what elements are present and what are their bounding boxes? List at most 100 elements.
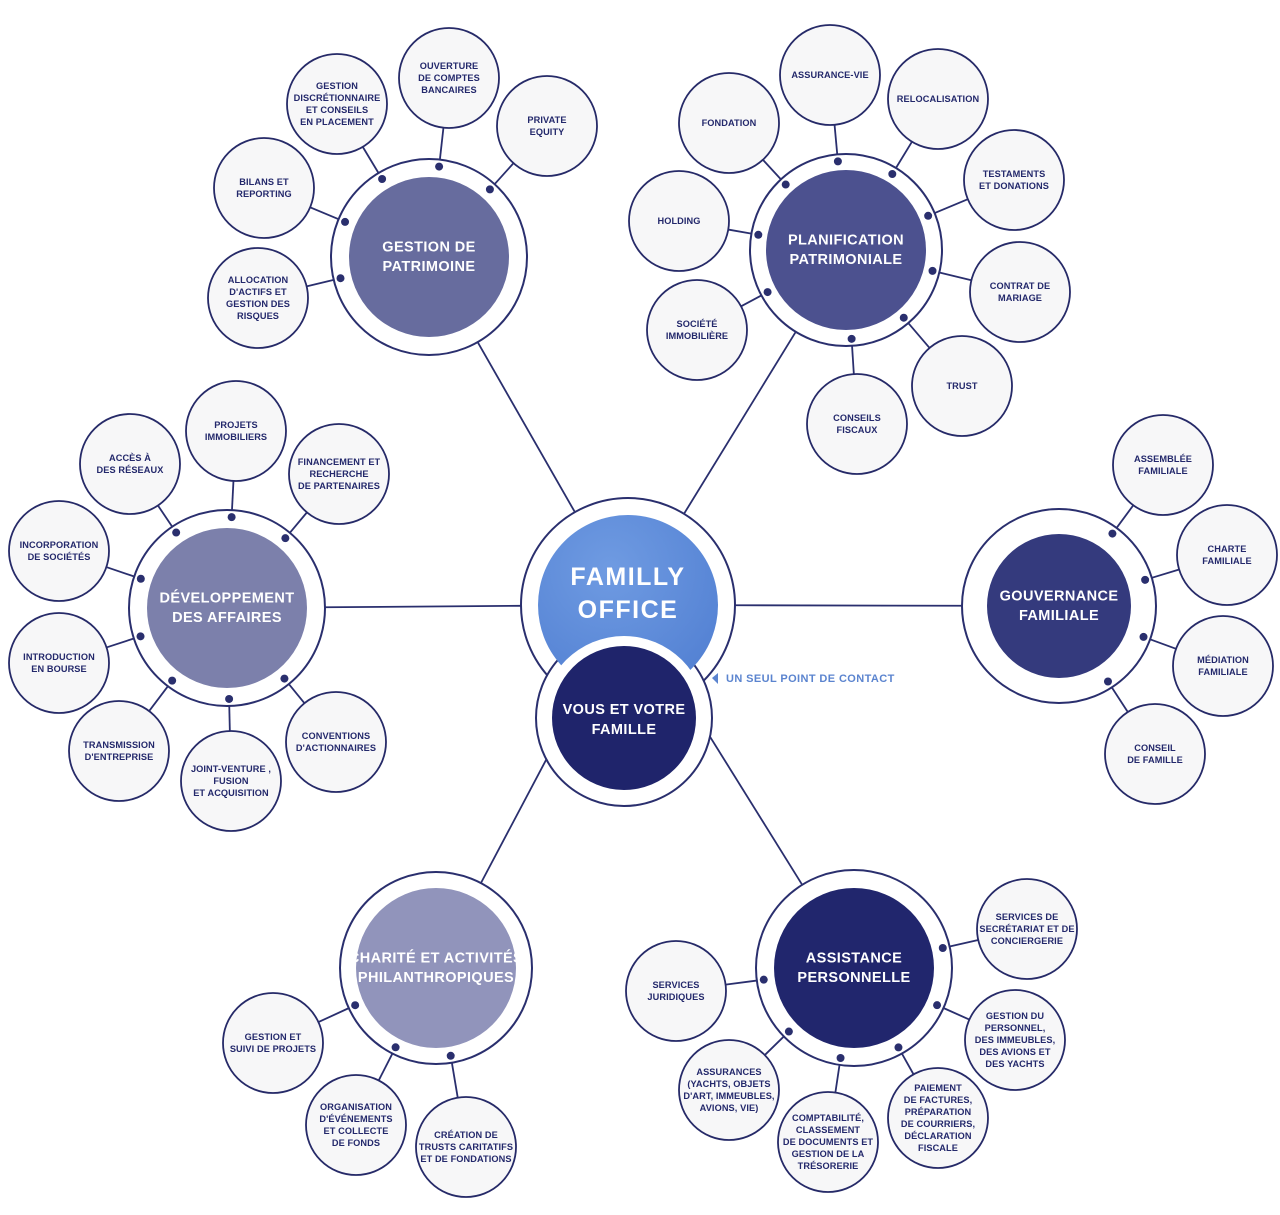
leaf-connector-assistance-personnelle-3: [764, 1035, 785, 1056]
leaf-label: DE DOCUMENTS ET: [783, 1137, 874, 1147]
leaf-label: MARIAGE: [998, 293, 1042, 303]
hub-label-gouvernance-familiale: FAMILIALE: [1019, 608, 1099, 624]
leaf-circle-planification-patrimoniale-2: [887, 48, 989, 150]
hub-circle-charite-philanthropie: [356, 888, 516, 1048]
leaf-label: SUIVI DE PROJETS: [230, 1044, 316, 1054]
leaf-circle-assistance-personnelle-0: [976, 878, 1078, 980]
connector-dot: [894, 1043, 903, 1052]
leaf-connector-assistance-personnelle-5: [834, 1064, 841, 1093]
hub-circle-gouvernance-familiale: [987, 534, 1131, 678]
leaf-circle-planification-patrimoniale-0: [678, 72, 780, 174]
connector-dot: [136, 632, 145, 641]
hub-label-charite-philanthropie: CHARITÉ ET ACTIVITÉS: [349, 949, 523, 966]
leaf-circle-assistance-personnelle-2: [964, 989, 1066, 1091]
connector-dot: [227, 513, 236, 522]
leaf-connector-charite-philanthropie-2: [450, 1062, 459, 1098]
leaf-label: DES RÉSEAUX: [97, 464, 165, 475]
leaf-label: DES YACHTS: [985, 1059, 1044, 1069]
leaf-circle-planification-patrimoniale-1: [779, 24, 881, 126]
leaf-label: FINANCEMENT ET: [298, 457, 381, 467]
leaf-circle-gestion-patrimoine-2: [398, 27, 500, 129]
leaf-connector-developpement-affaires-4: [106, 637, 135, 649]
leaf-connector-gouvernance-familiale-0: [1115, 504, 1135, 529]
leaf-label: DE COURRIERS,: [901, 1119, 975, 1129]
leaf-circle-developpement-affaires-2: [288, 423, 390, 525]
leaf-label: ORGANISATION: [320, 1102, 392, 1112]
leaf-label: SERVICES DE: [996, 912, 1059, 922]
leaf-label: DE FAMILLE: [1127, 755, 1183, 765]
connector-dot: [759, 975, 768, 984]
leaf-label: JURIDIQUES: [647, 992, 704, 1002]
leaf-label: D'ART, IMMEUBLES,: [683, 1091, 774, 1101]
leaf-label: DE FACTURES,: [904, 1095, 973, 1105]
leaf-label: TRÉSORERIE: [798, 1160, 859, 1171]
leaf-connector-developpement-affaires-1: [231, 480, 235, 511]
leaf-label: RECHERCHE: [309, 469, 368, 479]
hub-circle-planification-patrimoniale: [766, 170, 926, 330]
contact-label: UN SEUL POINT DE CONTACT: [726, 673, 895, 685]
leaf-label: AVIONS, VIE): [700, 1103, 759, 1113]
leaf-label: HOLDING: [657, 216, 700, 226]
leaf-label: D'ACTIFS ET: [229, 287, 287, 297]
connector-dot: [784, 1027, 793, 1036]
leaf-connector-gestion-patrimoine-3: [493, 162, 515, 185]
hub-label-charite-philanthropie: PHILANTHROPIQUES: [358, 970, 514, 986]
connector-dot: [833, 157, 842, 166]
leaf-circle-gestion-patrimoine-1: [286, 53, 388, 155]
spoke-line-planification-patrimoniale: [683, 331, 797, 515]
leaf-connector-gouvernance-familiale-3: [1111, 686, 1129, 713]
leaf-label: ET DONATIONS: [979, 181, 1049, 191]
leaf-label: PAIEMENT: [914, 1083, 962, 1093]
leaf-connector-gouvernance-familiale-1: [1151, 568, 1180, 579]
center-title-line2: OFFICE: [578, 596, 679, 624]
contact-arrow-icon: [712, 673, 718, 684]
leaf-connector-charite-philanthropie-0: [318, 1007, 350, 1023]
connector-dot: [1139, 632, 1148, 641]
leaf-circle-gouvernance-familiale-0: [1112, 414, 1214, 516]
leaf-label: RELOCALISATION: [897, 94, 980, 104]
spoke-line-developpement-affaires: [324, 604, 522, 609]
connector-dot: [781, 180, 790, 189]
connector-dot: [391, 1043, 400, 1052]
connector-dot: [341, 217, 350, 226]
hub-label-assistance-personnelle: ASSISTANCE: [806, 950, 902, 966]
leaf-circle-assistance-personnelle-3: [678, 1039, 780, 1141]
leaf-connector-gestion-patrimoine-1: [361, 146, 380, 174]
leaf-circle-gestion-patrimoine-4: [207, 247, 309, 349]
leaf-circle-planification-patrimoniale-4: [969, 241, 1071, 343]
connector-dot: [281, 534, 290, 543]
leaf-label: SERVICES: [652, 980, 699, 990]
leaf-label: DE PARTENAIRES: [298, 481, 380, 491]
leaf-circle-planification-patrimoniale-7: [646, 279, 748, 381]
leaf-label: EN BOURSE: [31, 664, 87, 674]
leaf-label: RISQUES: [237, 311, 279, 321]
connector-dot: [280, 674, 289, 683]
connector-dot: [836, 1054, 845, 1063]
leaf-label: ASSEMBLÉE: [1134, 453, 1192, 464]
connector-dot: [485, 185, 494, 194]
leaf-label: BILANS ET: [239, 177, 289, 187]
leaf-label: EQUITY: [530, 127, 565, 137]
spoke-line-gestion-patrimoine: [476, 341, 576, 513]
leaf-label: TRUSTS CARITATIFS: [419, 1142, 513, 1152]
leaf-connector-planification-patrimoniale-8: [728, 228, 752, 235]
leaf-circle-charite-philanthropie-2: [415, 1096, 517, 1198]
leaf-label: DE COMPTES: [418, 73, 480, 83]
leaf-label: EN PLACEMENT: [300, 117, 374, 127]
hub-label-developpement-affaires: DÉVELOPPEMENT: [160, 589, 295, 606]
hub-label-planification-patrimoniale: PLANIFICATION: [788, 232, 904, 248]
leaf-label: TESTAMENTS: [983, 169, 1046, 179]
connector-dot: [446, 1051, 455, 1060]
leaf-connector-assistance-personnelle-0: [949, 939, 979, 948]
connector-dot: [763, 288, 772, 297]
leaf-circle-developpement-affaires-5: [68, 700, 170, 802]
leaf-circle-assistance-personnelle-4: [887, 1067, 989, 1169]
hub-circle-assistance-personnelle: [774, 888, 934, 1048]
connector-dot: [754, 230, 763, 239]
leaf-connector-gestion-patrimoine-4: [306, 278, 334, 288]
leaf-label: CONSEIL: [1134, 743, 1176, 753]
leaf-label: FAMILIALE: [1138, 466, 1187, 476]
leaf-connector-gouvernance-familiale-2: [1149, 638, 1177, 650]
leaf-label: PROJETS: [214, 420, 258, 430]
